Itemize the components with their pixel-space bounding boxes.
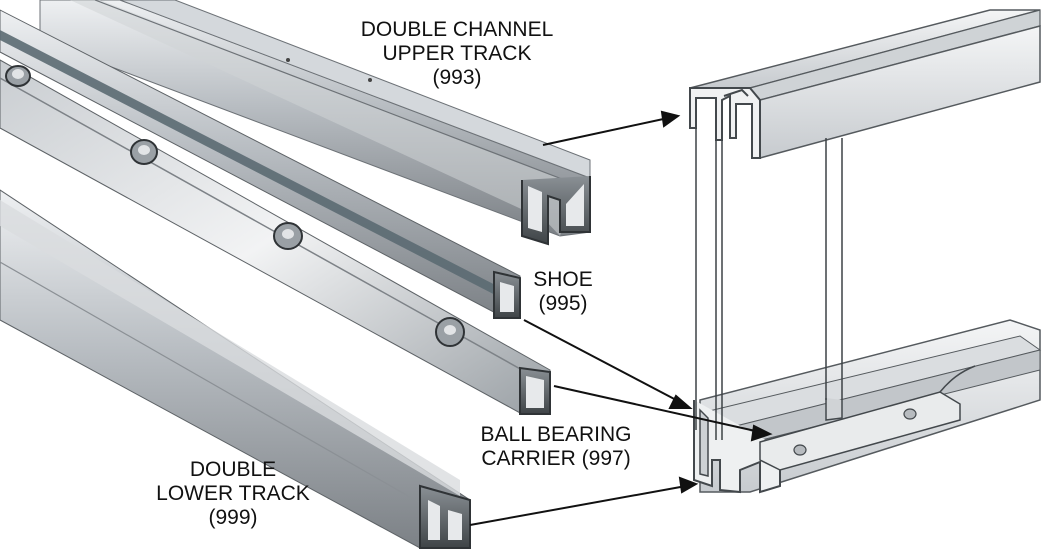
connector-lines <box>695 128 843 440</box>
arrow-head-carrier <box>750 424 773 442</box>
upper-track-label-line3: (993) <box>432 66 482 89</box>
shoe-label: SHOE (995) <box>508 268 618 316</box>
lower-track-label-line3: (999) <box>208 506 258 529</box>
upper-track-label-line1: DOUBLE CHANNEL <box>360 18 554 41</box>
arrow-head-lower <box>678 476 699 494</box>
bearing-stud <box>273 222 303 250</box>
lower-track-bar <box>0 189 471 549</box>
ball-bearing-label-line1: BALL BEARING <box>480 423 632 446</box>
bearing-stud <box>435 317 465 347</box>
lower-track-label-line2: LOWER TRACK <box>156 482 310 505</box>
lower-track-diagram <box>693 319 1042 494</box>
shoe-bar <box>0 9 521 319</box>
upper-track-diagram <box>689 9 1041 159</box>
upper-track-label-line2: UPPER TRACK <box>382 42 532 65</box>
lower-track-label-line1: DOUBLE <box>189 458 277 481</box>
arrow-head-shoe <box>668 394 693 409</box>
shoe-label-line2: (995) <box>538 292 588 315</box>
ball-bearing-carrier-label: BALL BEARING CARRIER (997) <box>456 423 656 471</box>
upper-track-bar <box>39 0 591 246</box>
bearing-stud <box>130 139 158 165</box>
leader-arrows <box>469 110 773 526</box>
arrow-head-upper <box>660 110 681 128</box>
upper-track-label: DOUBLE CHANNEL UPPER TRACK (993) <box>332 18 582 90</box>
lower-track-label: DOUBLE LOWER TRACK (999) <box>152 458 314 530</box>
shoe-label-line1: SHOE <box>533 268 593 291</box>
ball-bearing-carrier-bar <box>0 59 551 415</box>
bearing-stud <box>5 65 31 87</box>
ball-bearing-label-line2: CARRIER (997) <box>481 447 631 470</box>
